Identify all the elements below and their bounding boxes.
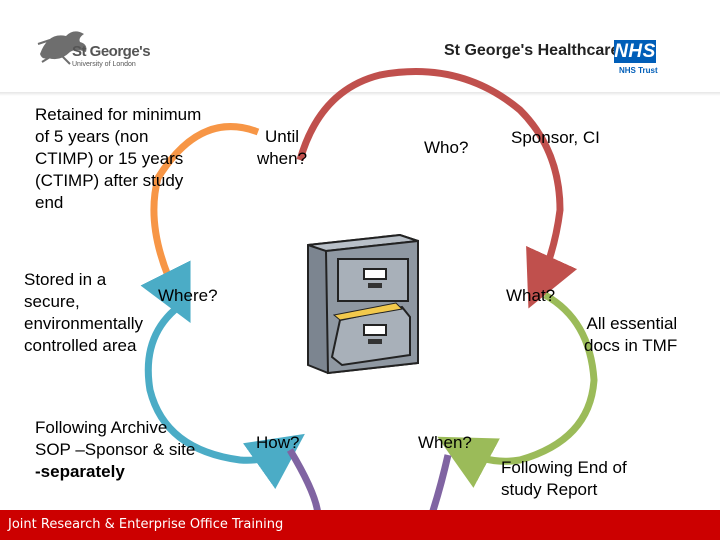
- header-divider: [0, 92, 720, 96]
- where-question: Where?: [158, 286, 218, 305]
- when-answer: Following End of study Report: [501, 458, 627, 499]
- arc-green: [437, 291, 598, 488]
- where-answer: Stored in a secure, environmentally cont…: [24, 270, 144, 355]
- what-question: What?: [506, 286, 556, 305]
- arc-orange: [140, 123, 260, 324]
- trust-subtitle: NHS Trust: [619, 66, 658, 75]
- arc-blue: [144, 297, 305, 490]
- until-when-question: Until when?: [256, 127, 308, 168]
- what-answer: All essential docs in TMF: [584, 314, 678, 355]
- footer-bar: Joint Research & Enterprise Office Train…: [0, 510, 720, 540]
- how-answer: Following Archive SOP –Sponsor & site -s…: [35, 417, 195, 483]
- footer-label: Joint Research & Enterprise Office Train…: [8, 517, 284, 532]
- who-question: Who?: [424, 138, 469, 157]
- how-answer-text: Following Archive SOP –Sponsor & site: [35, 418, 196, 459]
- uni-logo-subtitle: University of London: [72, 61, 136, 68]
- nhs-badge: NHS: [614, 40, 656, 63]
- when-question: When?: [418, 433, 472, 452]
- arc-red: [296, 68, 578, 309]
- horse-logo-icon: [37, 31, 87, 65]
- filing-cabinet-icon: [307, 233, 419, 375]
- until-when-answer: Retained for minimum of 5 years (non CTI…: [35, 105, 202, 212]
- how-question: How?: [256, 433, 300, 452]
- trust-name: St George's Healthcare: [444, 42, 620, 59]
- uni-logo-name: St George's: [72, 43, 151, 60]
- who-answer: Sponsor, CI: [511, 128, 600, 147]
- how-answer-emphasis: -separately: [35, 462, 125, 481]
